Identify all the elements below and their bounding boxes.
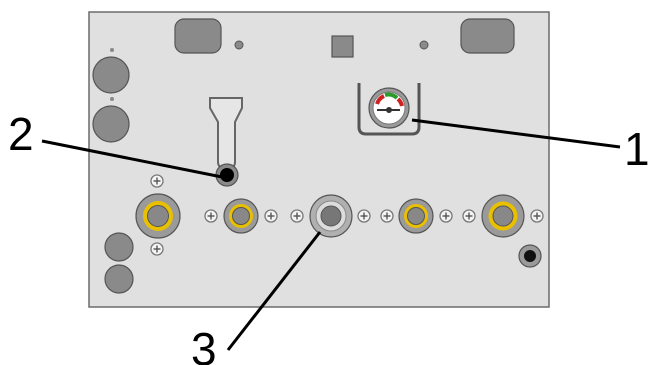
screw-icon: [150, 242, 164, 256]
gauge-green-zone: [384, 92, 399, 100]
callout-label-2: 2: [8, 108, 34, 160]
top-right-component: [460, 18, 515, 54]
small-dot: [110, 48, 114, 52]
bottom-left-round-component: [104, 264, 134, 294]
callout-label-3: 3: [191, 323, 217, 365]
screw-icon: [439, 209, 453, 223]
screw-icon: [530, 209, 544, 223]
screw-icon: [462, 209, 476, 223]
left-round-component: [92, 105, 130, 143]
top-left-component: [174, 18, 222, 54]
center-square-component: [331, 35, 354, 58]
callout-label-1: 1: [624, 123, 650, 175]
left-round-component: [92, 56, 130, 94]
yellow-fitting: [398, 198, 434, 234]
yellow-fitting-left: [135, 193, 181, 239]
screw-icon: [357, 209, 371, 223]
small-black-port: [518, 244, 542, 268]
small-dot: [110, 97, 114, 101]
yellow-fitting: [223, 198, 259, 234]
gauge-hub: [386, 107, 392, 113]
screw-icon: [290, 209, 304, 223]
small-dot: [419, 40, 429, 50]
leader-line-1: [411, 118, 621, 149]
small-dot: [234, 40, 244, 50]
leader-line-3: [226, 231, 322, 351]
back-panel: [88, 11, 550, 308]
center-gray-fitting: [309, 194, 353, 238]
screw-icon: [380, 209, 394, 223]
bottom-left-round-component: [104, 232, 134, 262]
gauge-bracket: [357, 83, 421, 136]
gauge-red-zone: [375, 94, 386, 105]
screw-icon: [150, 174, 164, 188]
gauge-red-zone: [396, 97, 404, 107]
yellow-fitting-right: [481, 194, 525, 238]
black-port-center: [220, 168, 234, 182]
screw-icon: [204, 209, 218, 223]
screw-icon: [264, 209, 278, 223]
leader-line-2: [41, 139, 223, 179]
